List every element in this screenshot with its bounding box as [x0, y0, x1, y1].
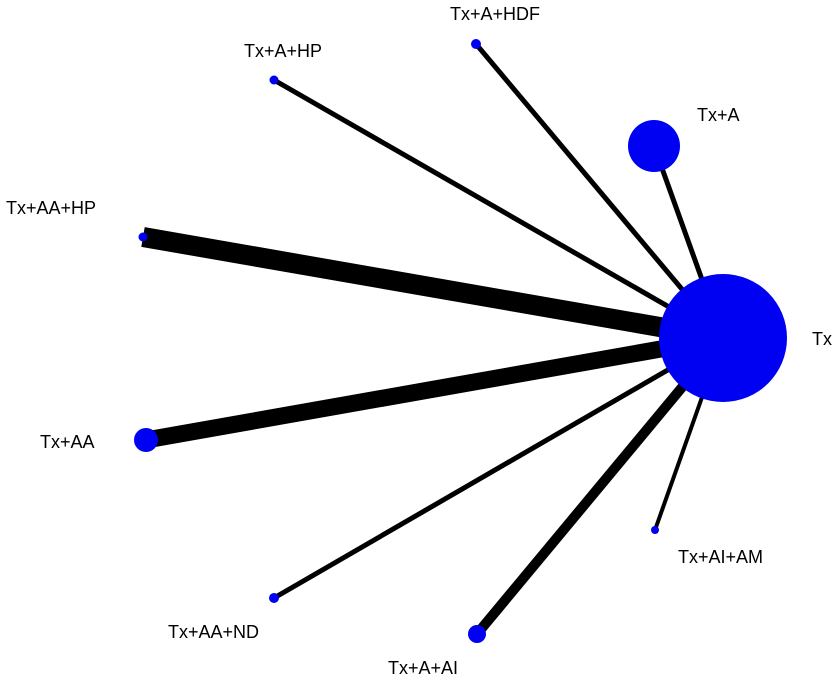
node-tx-a-hp — [269, 75, 279, 85]
edge-tx-to-tx-aa-nd — [272, 335, 725, 601]
node-tx-a-ai — [468, 625, 486, 643]
node-label-tx-a-hdf: Tx+A+HDF — [450, 4, 540, 24]
edge-tx-to-tx-a — [141, 227, 725, 348]
node-label-tx-ai-am: Tx+AI+AM — [678, 547, 763, 567]
edge-tx-to-tx-a-ai — [473, 334, 727, 638]
node-label-tx-a: Tx+A — [697, 105, 740, 125]
node-label-tx: Tx — [812, 329, 832, 349]
node-tx-aa-nd — [269, 593, 279, 603]
node-labels: Tx Tx+A Tx+A+HDF Tx+A+HP Tx+AA+HP Tx+AA … — [6, 4, 832, 678]
node-label-tx-a-hp: Tx+A+HP — [244, 41, 322, 61]
node-tx-aa — [134, 428, 158, 452]
network-nodes — [134, 39, 787, 643]
node-label-tx-a-ai: Tx+A+AI — [388, 658, 458, 678]
node-tx — [659, 274, 787, 402]
edge-tx-to-tx-aa — [144, 329, 725, 449]
edge-tx-to-tx-aa-hp — [272, 77, 725, 341]
node-tx-aa-hp — [138, 232, 148, 242]
node-label-tx-aa-nd: Tx+AA+ND — [168, 622, 259, 642]
node-label-tx-aa: Tx+AA — [40, 432, 95, 452]
node-tx-ai-am — [651, 526, 659, 534]
node-label-tx-aa-hp: Tx+AA+HP — [6, 198, 96, 218]
node-tx-a-hdf — [471, 39, 481, 49]
node-tx-a — [628, 120, 680, 172]
